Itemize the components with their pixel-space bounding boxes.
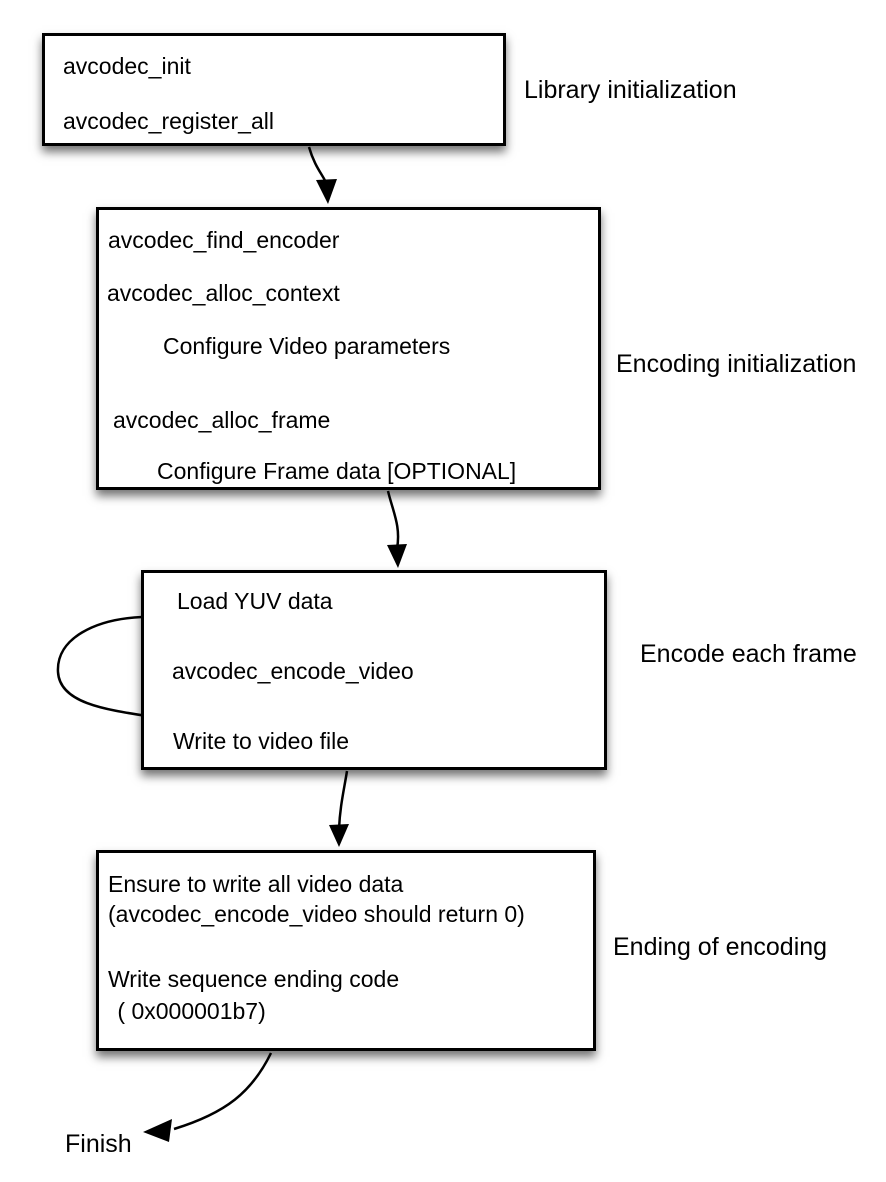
box-text-line: avcodec_alloc_context [107,280,340,306]
arrow-3-line [337,770,349,830]
arrow-1-line [307,146,329,186]
box-encoding-initialization: avcodec_find_encoder avcodec_alloc_conte… [96,207,601,490]
box-text-line: avcodec_find_encoder [108,227,340,253]
box-text-line: (avcodec_encode_video should return 0) [108,901,525,927]
arrow-4-head [143,1119,172,1142]
box-text-line: avcodec_encode_video [172,658,414,684]
box-encode-each-frame: Load YUV data avcodec_encode_video Write… [141,570,607,770]
box-text-line: ( 0x000001b7) [111,998,266,1024]
arrow-2-head [387,544,407,568]
box-text-line: Write sequence ending code [108,966,400,992]
box-text-line: avcodec_alloc_frame [113,407,331,433]
box-text-line: Configure Frame data [OPTIONAL] [157,458,517,484]
arrow-4-line [173,1052,273,1131]
box-text-line: Ensure to write all video data [108,871,404,897]
box-library-initialization: avcodec_init avcodec_register_all [42,33,506,146]
box-ending-of-encoding: Ensure to write all video data (avcodec_… [96,850,596,1051]
box-text-line: avcodec_init [63,53,191,79]
box-text-line: Write to video file [173,728,349,754]
label-ending-of-encoding: Ending of encoding [613,933,828,961]
box-text-line: avcodec_register_all [63,108,274,134]
finish-label: Finish [65,1130,132,1158]
arrow-2-line [386,490,400,550]
box-text-line: Configure Video parameters [163,333,451,359]
arrow-1-head [316,179,337,204]
arrow-3-head [329,824,349,847]
box-text-line: Load YUV data [177,588,333,614]
label-encoding-initialization: Encoding initialization [616,350,857,378]
label-encode-each-frame: Encode each frame [640,640,857,668]
label-library-initialization: Library initialization [524,76,737,104]
